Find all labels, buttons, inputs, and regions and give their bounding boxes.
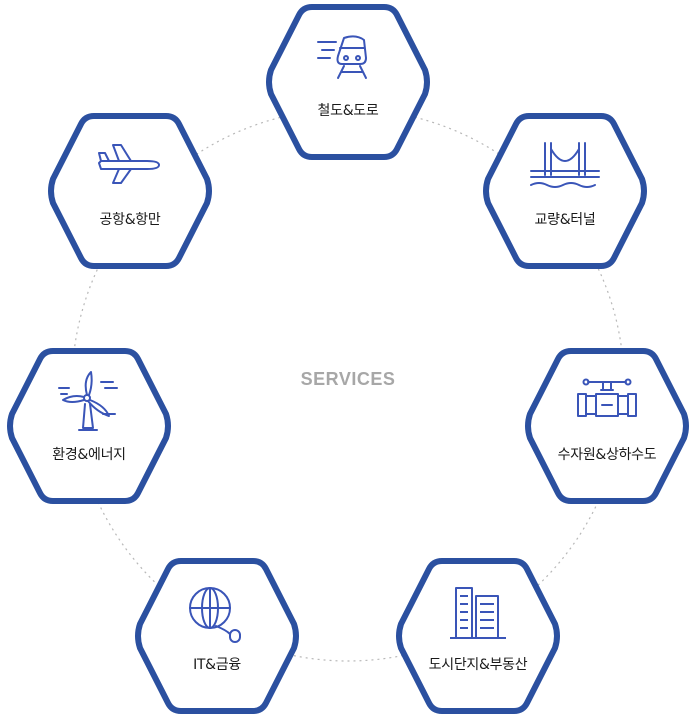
hexagon-frame — [521, 346, 693, 506]
service-label: 수자원&상하수도 — [557, 447, 657, 463]
train-icon — [317, 35, 367, 79]
service-label: IT&금융 — [193, 657, 241, 673]
service-label: 공항&항만 — [99, 212, 161, 228]
service-label: 도시단지&부동산 — [428, 657, 528, 673]
service-airport-port[interactable]: 공항&항만 — [44, 111, 216, 271]
service-label: 교량&터널 — [534, 212, 596, 228]
center-title: SERVICES — [300, 369, 396, 389]
service-label: 철도&도로 — [317, 103, 379, 119]
hexagon-frame — [262, 2, 434, 162]
service-environment-energy[interactable]: 환경&에너지 — [3, 346, 175, 506]
bridge-icon — [530, 142, 600, 188]
hexagon-frame — [44, 111, 216, 271]
buildings-icon — [450, 587, 506, 639]
service-it-finance[interactable]: IT&금융 — [131, 556, 303, 716]
service-urban[interactable]: 도시단지&부동산 — [392, 556, 564, 716]
service-bridge-tunnel[interactable]: 교량&터널 — [479, 111, 651, 271]
water-pipe-icon — [577, 378, 637, 417]
wind-turbine-icon — [58, 371, 118, 431]
service-rail-road[interactable]: 철도&도로 — [262, 2, 434, 162]
service-label: 환경&에너지 — [52, 447, 126, 463]
service-water[interactable]: 수자원&상하수도 — [521, 346, 693, 506]
airplane-icon — [98, 144, 160, 184]
globe-mouse-icon — [189, 587, 241, 643]
